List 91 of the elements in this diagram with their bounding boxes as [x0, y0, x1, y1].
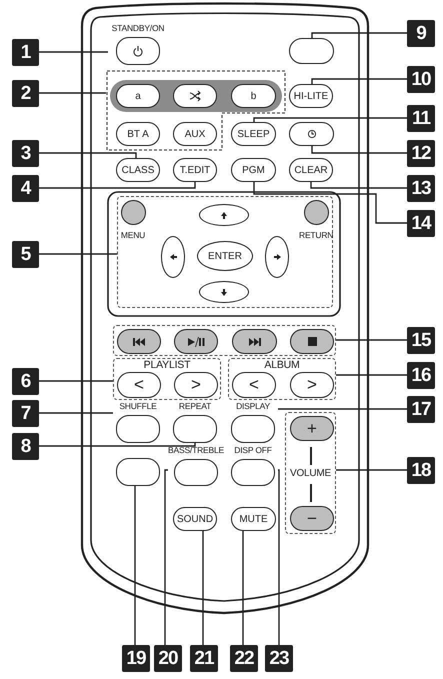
callout-number: 1	[12, 39, 39, 66]
leader-line	[39, 152, 137, 158]
leader-line	[202, 531, 204, 645]
remote-button	[265, 236, 289, 278]
callout-number: 16	[407, 362, 435, 389]
button-label: RETURN	[299, 230, 333, 241]
leader-line	[39, 182, 196, 189]
remote-button	[199, 204, 249, 226]
remote-button: SOUND	[173, 507, 217, 531]
dashed-group-outline	[113, 325, 336, 356]
dashed-group-outline	[228, 358, 336, 400]
callout-number: 15	[407, 327, 435, 354]
leader-line	[253, 117, 407, 122]
callout-number: 5	[12, 241, 39, 268]
remote-button	[117, 329, 161, 354]
remote-button	[289, 38, 334, 64]
callout-number: 12	[407, 140, 435, 167]
remote-button: >	[290, 372, 334, 398]
callout-number: 17	[407, 396, 435, 423]
leader-line	[39, 380, 113, 382]
group-heading: VOLUME	[288, 468, 332, 479]
remote-button	[174, 329, 218, 354]
leader-line	[336, 374, 407, 376]
callout-number: 23	[265, 645, 293, 672]
leader-line	[164, 469, 168, 645]
callout-number: 19	[122, 645, 150, 672]
button-label: DISPLAY	[235, 401, 271, 412]
remote-button	[161, 236, 185, 278]
dashed-group-outline	[113, 358, 221, 400]
callout-number: 20	[154, 645, 182, 672]
leader-line	[39, 51, 108, 53]
callout-number: 2	[12, 80, 39, 107]
remote-button	[232, 329, 277, 354]
remote-button: ENTER	[197, 241, 253, 271]
remote-button: SLEEP	[231, 122, 276, 146]
leader-line	[253, 182, 407, 224]
leader-line	[311, 78, 407, 84]
callout-number: 13	[407, 175, 435, 202]
leader-line	[134, 486, 136, 645]
callout-number: 10	[407, 66, 435, 93]
remote-button: MUTE	[231, 507, 276, 531]
remote-button: <	[232, 372, 276, 398]
remote-button: AUX	[173, 122, 217, 146]
callout-number: 9	[407, 20, 435, 47]
leader-line	[336, 469, 407, 471]
leader-line	[39, 443, 196, 447]
callout-number: 18	[407, 457, 435, 484]
dashed-group-outline	[117, 196, 333, 308]
remote-button: +	[290, 416, 334, 441]
callout-number: 11	[407, 105, 435, 132]
button-label: SHUFFLE	[118, 401, 158, 412]
remote-button: b	[231, 84, 276, 108]
remote-button: BT A	[116, 122, 160, 146]
callout-number: 8	[12, 433, 39, 460]
callout-number: 6	[12, 368, 39, 395]
remote-button	[289, 122, 334, 146]
leader-line	[39, 253, 117, 255]
remote-button: HI-LITE	[289, 84, 333, 108]
button-label: BASS/TREBLE	[168, 445, 224, 456]
remote-button: >	[174, 372, 218, 398]
remote-button	[173, 84, 217, 108]
leader-line	[278, 469, 280, 645]
leader-line	[310, 182, 407, 189]
remote-button: T.EDIT	[173, 158, 217, 182]
dashed-group-outline	[285, 412, 336, 534]
remote-button: −	[290, 506, 334, 531]
button-label: DISP OFF	[233, 445, 273, 456]
group-heading: ALBUM	[263, 360, 301, 371]
leader-line	[336, 339, 407, 341]
button-label: REPEAT	[178, 401, 212, 412]
callout-number: 14	[407, 210, 435, 237]
button-label: MENU	[120, 230, 146, 241]
button-label: STANDBY/ON	[110, 23, 166, 34]
remote-button	[116, 458, 160, 486]
callout-number: 22	[230, 645, 258, 672]
remote-button	[290, 329, 334, 354]
remote-button: PGM	[231, 158, 276, 182]
leader-line	[39, 92, 106, 94]
leader-line	[242, 531, 244, 645]
remote-button: CLEAR	[289, 158, 333, 182]
leader-line	[311, 146, 407, 154]
callout-number: 21	[190, 645, 218, 672]
callout-number: 7	[12, 400, 39, 427]
callout-number: 4	[12, 175, 39, 202]
group-heading: PLAYLIST	[142, 360, 192, 371]
remote-button	[199, 281, 249, 303]
leader-line	[311, 32, 407, 38]
remote-button: CLASS	[116, 158, 160, 182]
remote-button: <	[117, 372, 161, 398]
callout-number: 3	[12, 140, 39, 167]
remote-button: a	[116, 84, 160, 108]
